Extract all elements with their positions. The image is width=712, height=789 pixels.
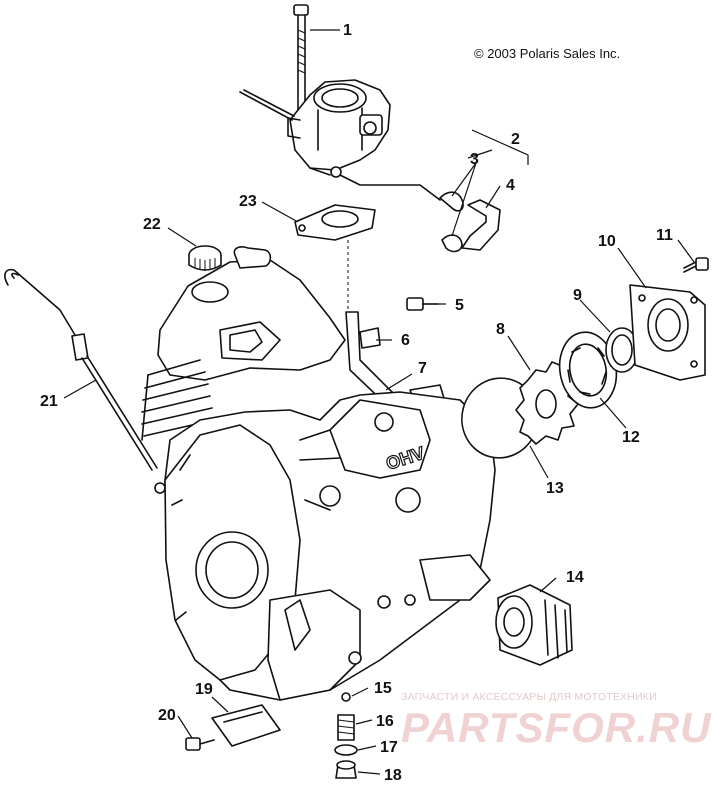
part-gasket-23: [294, 204, 376, 241]
part-fuel-line-kit: [439, 129, 529, 253]
callout-16: 16: [376, 713, 394, 730]
callout-18: 18: [384, 767, 402, 784]
callout-4: 4: [506, 177, 515, 194]
part-bolt-1: [293, 4, 309, 111]
callout-1: 1: [343, 22, 352, 39]
callout-labels: 1 2 3 4 5 6 7 8 9 10 11 12 13 14 15 16 1…: [40, 22, 673, 784]
callout-22: 22: [143, 216, 161, 233]
callout-21: 21: [40, 393, 58, 410]
callout-14: 14: [566, 569, 584, 586]
part-plate-19: [211, 704, 281, 747]
callout-5: 5: [455, 297, 464, 314]
part-oil-cap-22: [188, 245, 222, 271]
part-screw-11: [683, 257, 709, 273]
part-carburetor: [239, 79, 441, 201]
callout-3: 3: [470, 151, 479, 168]
copyright-text: © 2003 Polaris Sales Inc.: [474, 46, 621, 61]
callout-12: 12: [622, 429, 640, 446]
callout-20: 20: [158, 707, 176, 724]
callout-19: 19: [195, 681, 213, 698]
callout-10: 10: [598, 233, 616, 250]
part-bolt-20: [185, 737, 215, 751]
callout-7: 7: [418, 360, 427, 377]
watermark-logo: PARTSFOR.RU: [401, 704, 712, 751]
callout-13: 13: [546, 480, 564, 497]
part-drain-stack: [334, 692, 358, 779]
callout-17: 17: [380, 739, 398, 756]
part-oil-filter-14: [495, 584, 573, 666]
callout-6: 6: [401, 332, 410, 349]
callout-11: 11: [656, 227, 673, 244]
callout-2: 2: [511, 131, 520, 148]
callout-8: 8: [496, 321, 505, 338]
watermark-tagline: ЗАПЧАСТИ И АКСЕССУАРЫ ДЛЯ МОТОТЕХНИКИ: [401, 691, 657, 703]
part-cover-10: [629, 284, 706, 381]
callout-9: 9: [573, 287, 582, 304]
part-engine-block: [141, 246, 496, 701]
part-dipstick-21: [4, 268, 166, 494]
part-rotor-12: [558, 331, 618, 409]
callout-15: 15: [374, 680, 392, 697]
callout-23: 23: [239, 193, 257, 210]
leader-lines: [63, 29, 695, 775]
